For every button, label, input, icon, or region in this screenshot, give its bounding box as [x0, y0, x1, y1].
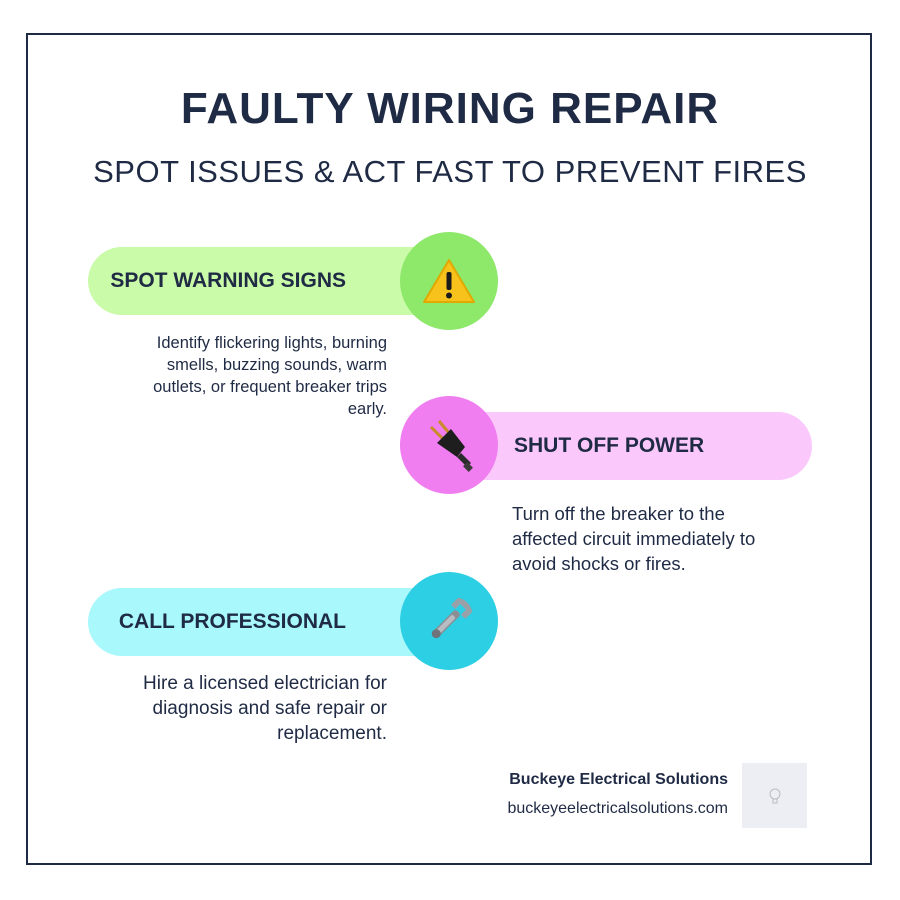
step-3-label: CALL PROFESSIONAL [118, 610, 346, 633]
brand-logo [742, 763, 807, 828]
infographic-frame [26, 33, 872, 865]
page-subtitle: SPOT ISSUES & ACT FAST TO PREVENT FIRES [93, 154, 807, 189]
step-3-pill: CALL PROFESSIONAL [88, 588, 458, 656]
brand-website-link[interactable]: buckeyeelectricalsolutions.com [507, 800, 728, 817]
step-1-label: SPOT WARNING SIGNS [110, 269, 346, 292]
step-3-description: Hire a licensed electrician for diagnosi… [143, 673, 387, 744]
step-1-icon-circle [400, 232, 498, 330]
lightbulb-icon [769, 788, 780, 803]
step-1-pill: SPOT WARNING SIGNS [88, 247, 458, 315]
step-2-label: SHUT OFF POWER [514, 434, 705, 457]
step-1-description: Identify flickering lights, burning smel… [153, 334, 387, 418]
step-2-icon-circle [400, 396, 498, 494]
plug-icon [429, 420, 473, 472]
brand-name: Buckeye Electrical Solutions [509, 771, 728, 788]
wrench-icon [431, 597, 473, 639]
warning-icon [423, 259, 475, 303]
step-3-icon-circle [400, 572, 498, 670]
step-2-description: Turn off the breaker to the affected cir… [512, 503, 756, 574]
page-title: FAULTY WIRING REPAIR [180, 84, 720, 133]
